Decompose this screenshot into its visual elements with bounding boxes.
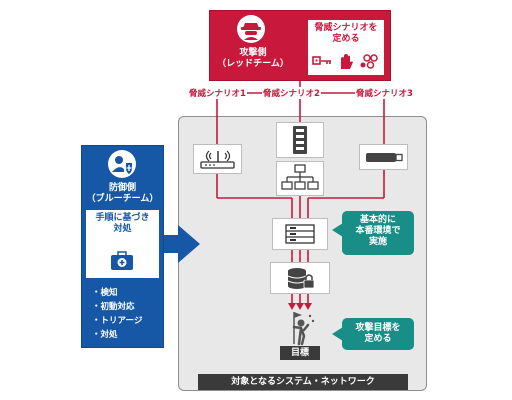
server-rack-device	[276, 122, 324, 158]
production-note: 基本的に 本番環境で 実施	[342, 211, 414, 255]
wifi-router-device	[193, 144, 242, 174]
defender-label-line1: 防御側	[108, 183, 136, 193]
flag-person-icon	[292, 312, 315, 346]
scenario-define-line1: 脅威シナリオを	[314, 23, 378, 33]
goal-label: 目標	[280, 346, 320, 360]
procedure-line1: 手順に基づき	[95, 213, 150, 223]
hacker-icon	[237, 15, 265, 43]
usb-device-icon	[366, 153, 403, 162]
attacker-label: 攻撃側 （レッドチーム）	[214, 48, 292, 70]
scenario-label-1: 脅威シナリオ1	[188, 87, 247, 99]
defense-step-4: ・対処	[92, 330, 118, 340]
attack-method-icons	[312, 54, 378, 69]
defender-label: 防御側 （ブルーチーム）	[81, 183, 164, 205]
server-icon	[285, 224, 315, 244]
scenario-define-line2: 定める	[332, 34, 360, 44]
scenario-label-3: 脅威シナリオ3	[355, 87, 414, 99]
network-switch-icon	[281, 164, 319, 190]
target-note-line1: 攻撃目標を	[355, 323, 401, 333]
production-note-line2: 本番環境で	[355, 226, 401, 236]
production-note-line1: 基本的に	[359, 215, 396, 225]
defense-steps: ・検知 ・初動対応 ・トリアージ ・対処	[92, 286, 142, 342]
attacker-label-line2: （レッドチーム）	[217, 59, 289, 69]
scenario-label-2: 脅威シナリオ2	[262, 87, 321, 99]
defense-step-1: ・検知	[92, 288, 118, 298]
defender-label-line2: （ブルーチーム）	[86, 194, 159, 204]
hand-stop-icon	[341, 54, 353, 69]
wifi-router-icon	[200, 150, 235, 169]
arrow-right-icon	[164, 225, 200, 263]
network-caption: 対象となるシステム・ネットワーク	[198, 374, 408, 390]
attacker-label-line1: 攻撃側	[239, 48, 267, 58]
server-rack-icon	[293, 126, 307, 154]
database-device	[270, 262, 330, 294]
production-note-line3: 実施	[368, 237, 387, 247]
qr-key-icon	[312, 56, 331, 65]
target-note-line2: 定める	[364, 334, 392, 344]
target-note-pointer	[332, 327, 343, 341]
scenario-define-text: 脅威シナリオを 定める	[308, 23, 384, 45]
target-note: 攻撃目標を 定める	[342, 318, 414, 350]
network-switch-device	[276, 161, 324, 196]
procedure-text: 手順に基づき 対処	[86, 213, 159, 235]
procedure-line2: 対処	[113, 224, 132, 234]
defense-step-3: ・トリアージ	[92, 316, 143, 326]
user-shield-icon	[108, 150, 136, 178]
server-device	[272, 218, 328, 250]
usb-device	[359, 144, 408, 170]
locked-database-icon	[287, 268, 315, 289]
production-note-pointer	[332, 223, 343, 237]
defense-step-2: ・初動対応	[92, 302, 135, 312]
first-aid-kit-icon	[111, 251, 133, 270]
network-nodes-icon	[360, 54, 378, 69]
